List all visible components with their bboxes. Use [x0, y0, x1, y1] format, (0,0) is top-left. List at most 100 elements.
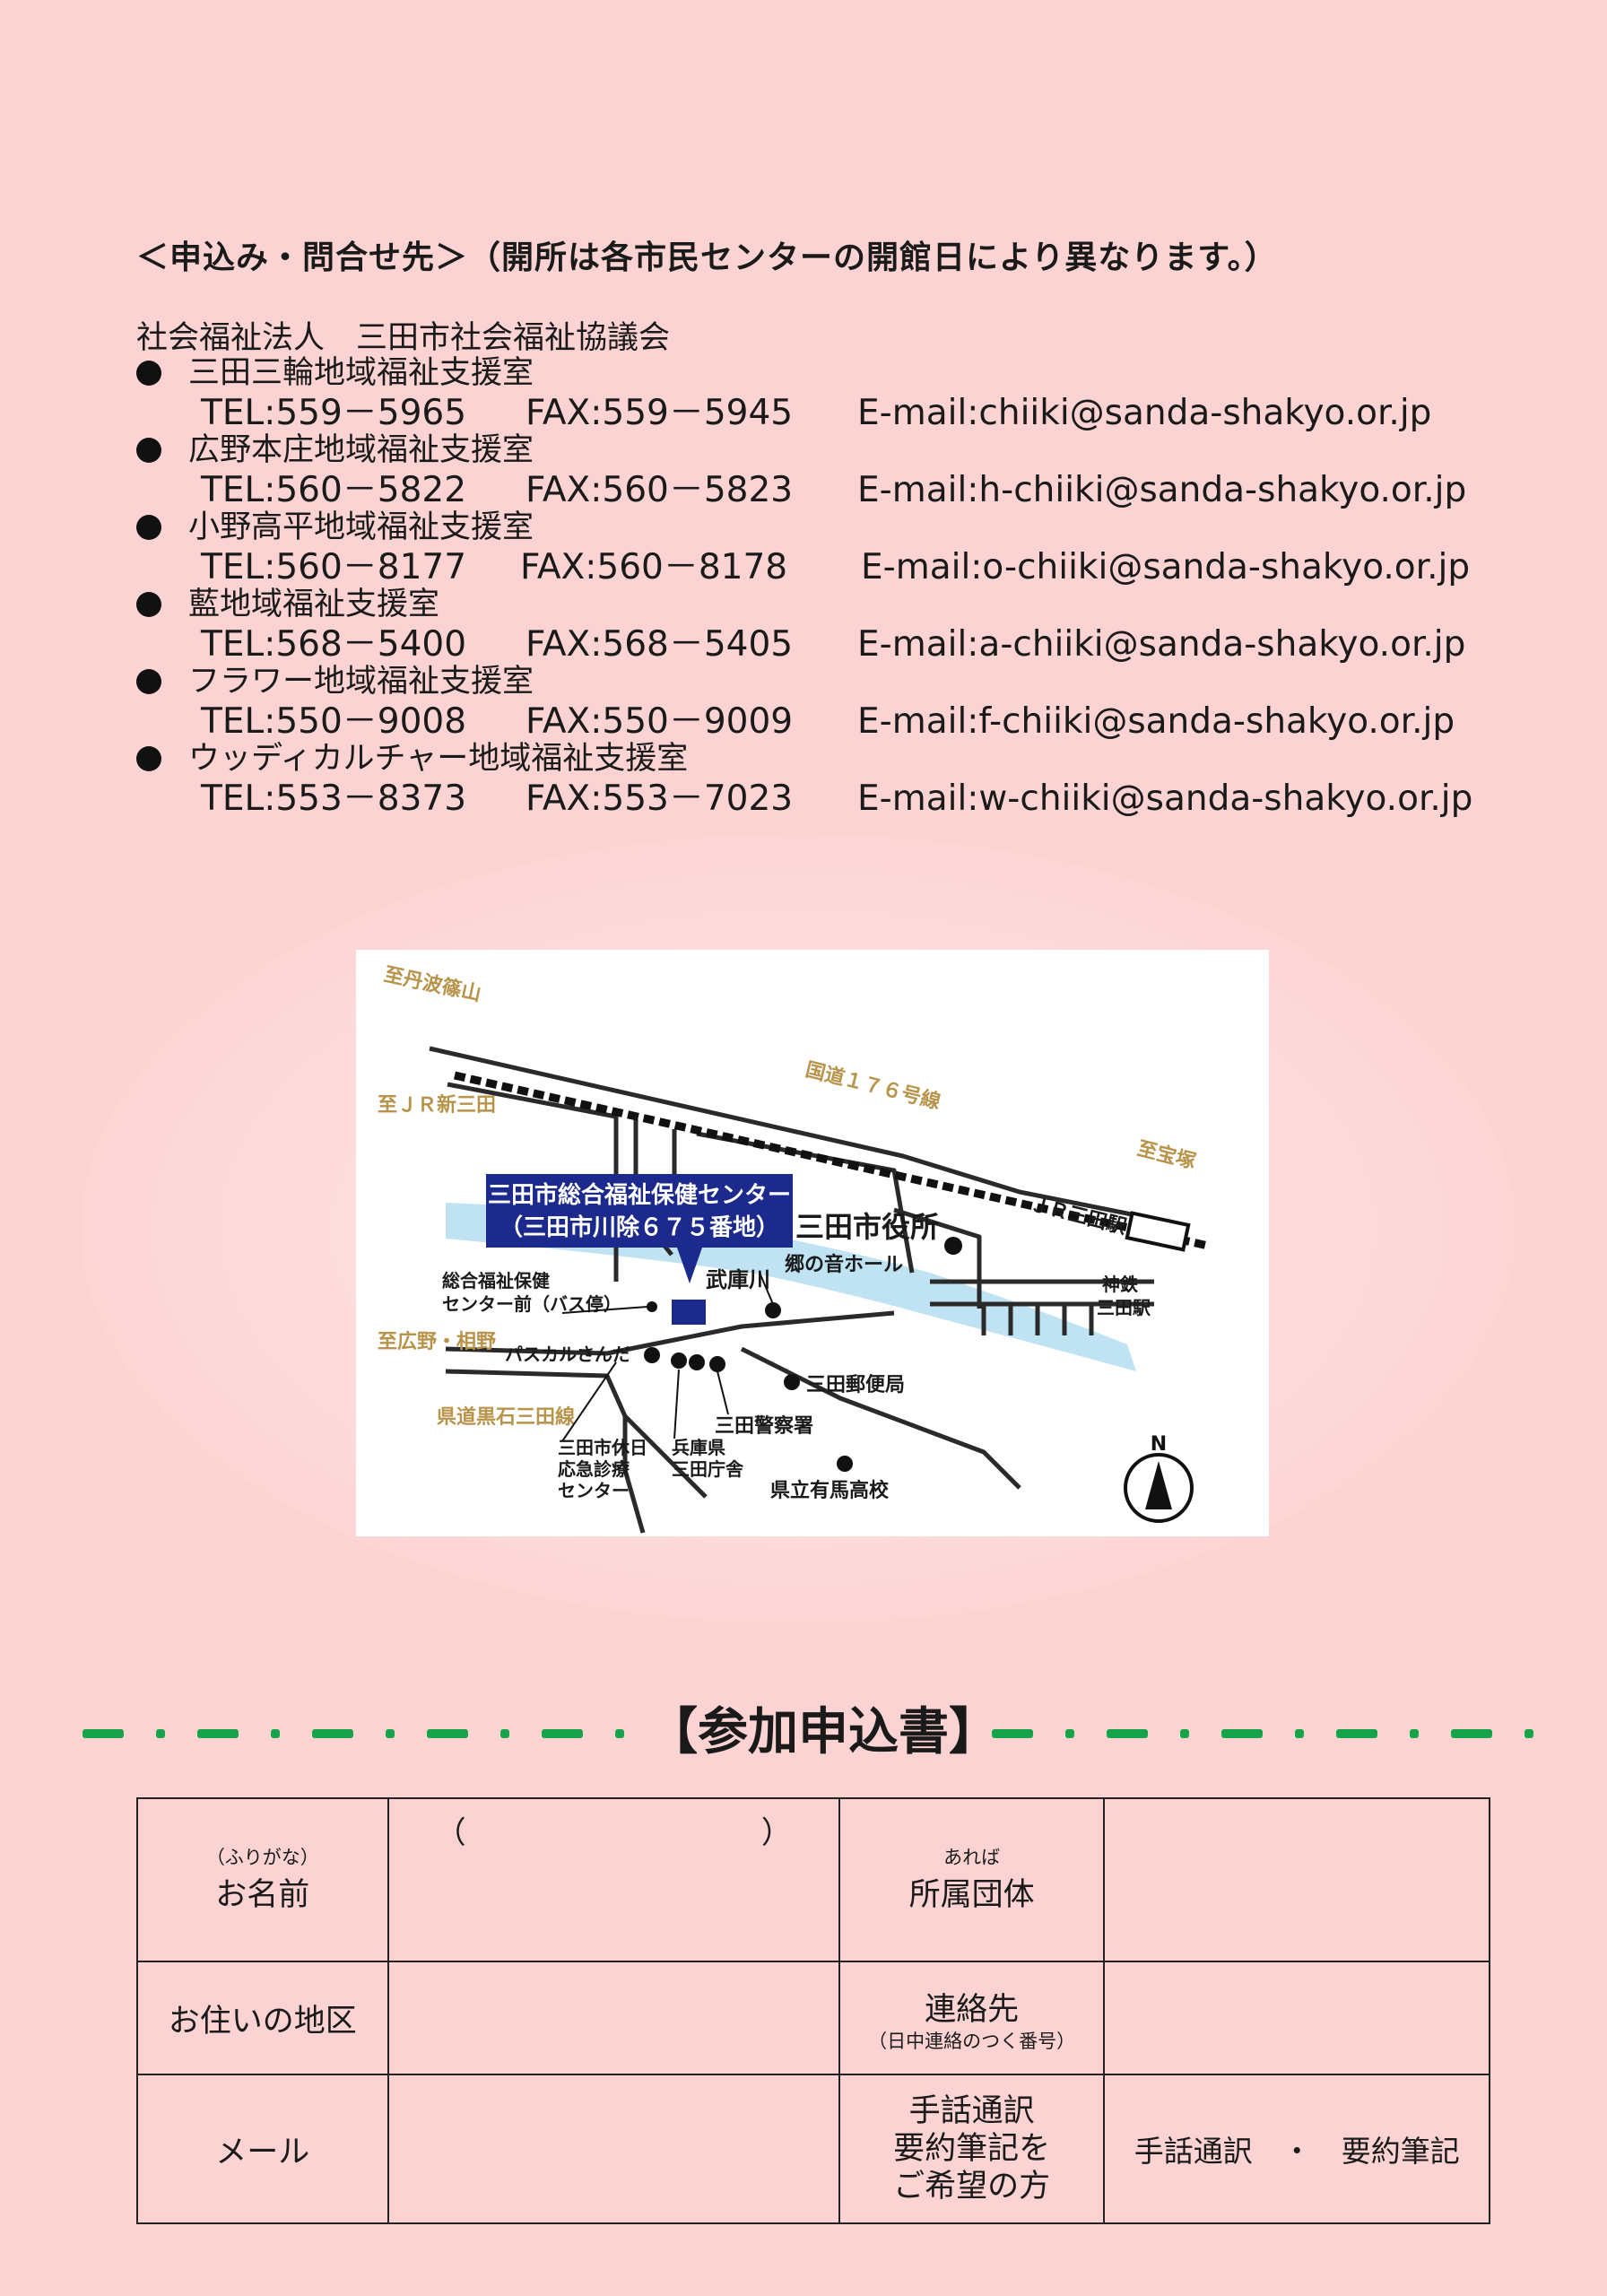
sign-options-cell[interactable]: 手話通訳 ・ 要約筆記	[1103, 2074, 1490, 2224]
office-name: 三田三輪地域福祉支援室	[188, 355, 534, 391]
label-hyogo-2: 三田庁舎	[672, 1458, 744, 1480]
office-email[interactable]: E-mail:f-chiiki@sanda-shakyo.or.jp	[857, 701, 1455, 742]
label-route176: 国道１７６号線	[804, 1058, 943, 1114]
sign-options: 手話通訳 ・ 要約筆記	[1134, 2134, 1460, 2169]
center-address: （三田市川除６７５番地）	[499, 1213, 779, 1241]
label-bus-stop-2: センター前（バス停）	[442, 1293, 621, 1315]
office-item: 藍地域福祉支援室 TEL:568－5400 FAX:568－5405 E-mail:…	[136, 585, 1535, 665]
office-name: 小野高平地域福祉支援室	[188, 509, 534, 545]
name-label: お名前	[215, 1876, 310, 1913]
contact-label: 連絡先	[925, 1991, 1020, 2028]
road-prefectural	[445, 1369, 708, 1499]
organization-name: 社会福祉法人 三田市社会福祉協議会	[136, 320, 671, 356]
label-bus-stop-1: 総合福祉保健	[442, 1270, 550, 1292]
label-clinic-1: 三田市休日	[558, 1437, 647, 1458]
road-grid	[981, 1304, 1094, 1335]
paren-close: ）	[760, 1815, 792, 1851]
affiliation-label-cell: あれば 所属団体	[838, 1797, 1106, 1962]
mail-label-cell: メール	[136, 2074, 389, 2224]
dot-police	[709, 1356, 725, 1372]
office-fax: FAX:550－9009	[526, 701, 794, 742]
north-arrow-icon	[1145, 1461, 1172, 1509]
district-input-cell[interactable]	[387, 1961, 840, 2075]
district-label: お住いの地区	[168, 2003, 357, 2039]
label-post-office: 三田郵便局	[806, 1374, 905, 1396]
label-pascal: パスカルさんだ	[505, 1344, 630, 1365]
label-shintetsu-1: 神鉄	[1102, 1274, 1138, 1295]
label-to-hirono: 至広野・相野	[378, 1330, 496, 1353]
form-title-row: 【参加申込書】	[0, 1697, 1607, 1769]
office-tel: TEL:568－5400	[201, 624, 467, 665]
dot-post-office	[784, 1374, 800, 1390]
name-input-cell[interactable]: （ ）	[387, 1797, 840, 1962]
contact-small: （日中連絡のつく番号）	[868, 2030, 1076, 2052]
road-local	[622, 1416, 646, 1534]
label-city-hall: 三田市役所	[795, 1210, 939, 1244]
label-prefectural-road: 県道黒石三田線	[437, 1405, 575, 1429]
office-item: 小野高平地域福祉支援室 TEL:560－8177 FAX:560－8178 E-ma…	[136, 508, 1535, 588]
label-jr-sanda: ＪＲ三田駅	[1028, 1194, 1129, 1239]
dot-hyogo	[689, 1354, 705, 1370]
center-location-marker	[672, 1300, 706, 1325]
label-gonone-hall: 郷の音ホール	[785, 1253, 903, 1276]
center-label-box	[486, 1174, 793, 1248]
office-tel: TEL:560－8177	[201, 547, 467, 587]
label-hyogo-1: 兵庫県	[672, 1437, 725, 1458]
office-item: 広野本庄地域福祉支援室 TEL:560－5822 FAX:560－5823 E-ma…	[136, 430, 1535, 511]
label-police: 三田警察署	[715, 1414, 813, 1438]
furigana-label: （ふりがな）	[205, 1846, 319, 1868]
bullet-icon	[136, 515, 161, 540]
label-shintetsu-2: 三田駅	[1097, 1297, 1151, 1318]
road-prefectural	[445, 1310, 895, 1356]
sign-label-2: 要約筆記を	[893, 2131, 1051, 2167]
dot-arima-hs	[837, 1456, 853, 1472]
dot-city-hall	[944, 1237, 962, 1255]
office-fax: FAX:560－8178	[520, 547, 788, 587]
dot-clinic	[671, 1352, 687, 1369]
label-north: N	[1151, 1433, 1167, 1456]
office-fax: FAX:553－7023	[526, 778, 794, 819]
sign-label-1: 手話通訳	[908, 2093, 1035, 2129]
affiliation-input-cell[interactable]	[1103, 1797, 1490, 1962]
dot-pascal	[644, 1347, 660, 1363]
contact-label-cell: 連絡先 （日中連絡のつく番号）	[838, 1961, 1106, 2075]
label-to-tamba: 至丹波篠山	[382, 962, 483, 1005]
office-tel: TEL:560－5822	[201, 470, 467, 510]
road-local	[740, 1346, 1021, 1490]
contact-input-cell[interactable]	[1103, 1961, 1490, 2075]
bullet-icon	[136, 746, 161, 771]
center-name: 三田市総合福祉保健センター	[488, 1181, 791, 1209]
office-email[interactable]: E-mail:o-chiiki@sanda-shakyo.or.jp	[861, 547, 1471, 587]
bullet-icon	[136, 438, 161, 463]
bullet-icon	[136, 592, 161, 617]
station-building	[1125, 1211, 1191, 1252]
center-pointer	[677, 1248, 702, 1283]
application-form: （ふりがな） お名前 （ ） あれば 所属団体 お住いの地区 連絡先 （日中連絡…	[136, 1797, 1490, 2224]
dot-bus-stop	[647, 1301, 657, 1312]
office-name: ウッディカルチャー地域福祉支援室	[188, 741, 689, 777]
office-tel: TEL:550－9008	[201, 701, 467, 742]
office-name: 広野本庄地域福祉支援室	[188, 432, 534, 468]
office-tel: TEL:553－8373	[201, 778, 467, 819]
office-email[interactable]: E-mail:chiiki@sanda-shakyo.or.jp	[857, 393, 1432, 433]
contact-heading: ＜申込み・問合せ先＞（開所は各市民センターの開館日により異なります。）	[136, 239, 1278, 276]
office-name: フラワー地域福祉支援室	[188, 664, 534, 700]
mail-label: メール	[215, 2134, 310, 2170]
office-email[interactable]: E-mail:w-chiiki@sanda-shakyo.or.jp	[857, 778, 1473, 819]
office-name: 藍地域福祉支援室	[188, 587, 440, 622]
label-to-takarazuka: 至宝塚	[1135, 1137, 1198, 1174]
office-email[interactable]: E-mail:h-chiiki@sanda-shakyo.or.jp	[857, 470, 1467, 510]
office-email[interactable]: E-mail:a-chiiki@sanda-shakyo.or.jp	[857, 624, 1466, 665]
affiliation-small: あれば	[943, 1846, 1001, 1868]
affiliation-label: 所属団体	[908, 1876, 1035, 1913]
bullet-icon	[136, 361, 161, 386]
label-to-jr-shinsanda: 至ＪＲ新三田	[378, 1093, 496, 1117]
bullet-icon	[136, 669, 161, 694]
label-clinic-2: 応急診療	[558, 1458, 630, 1480]
mail-input-cell[interactable]	[387, 2074, 840, 2224]
office-fax: FAX:560－5823	[526, 470, 794, 510]
office-fax: FAX:568－5405	[526, 624, 794, 665]
label-muko-river: 武庫川	[706, 1267, 770, 1292]
sign-label-cell: 手話通訳 要約筆記を ご希望の方	[838, 2074, 1106, 2224]
